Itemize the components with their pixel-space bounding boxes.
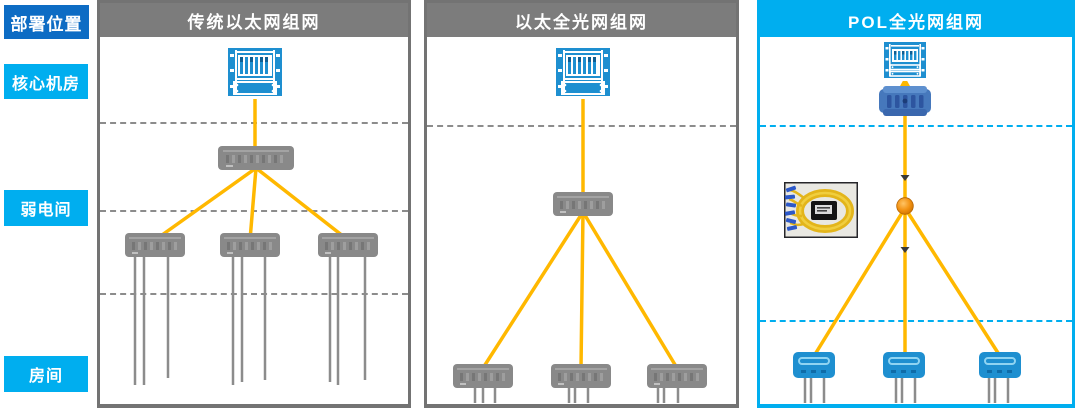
optical-splitter-node-icon xyxy=(896,197,914,215)
sc-connectors xyxy=(784,185,798,231)
core-switch-chassis-icon xyxy=(551,45,615,99)
odf-unit-icon xyxy=(879,86,931,116)
access-switch-icon xyxy=(125,233,185,257)
ont-icon xyxy=(979,352,1021,378)
fiber-direction-tick xyxy=(900,247,910,253)
aggregation-switch-icon xyxy=(553,192,613,216)
fiber-links-col1 xyxy=(153,94,350,242)
tier-divider xyxy=(760,320,1072,322)
optical-splitter-photo xyxy=(782,180,860,240)
tier-divider xyxy=(100,293,408,295)
core-switch-chassis-icon xyxy=(223,45,287,99)
column-title-pol-all-optical: POL全光网组网 xyxy=(760,3,1072,37)
sidebar-label-weak-current-room: 弱电间 xyxy=(4,190,88,226)
sidebar-label-core-room: 核心机房 xyxy=(4,64,88,99)
aggregation-switch-icon xyxy=(218,146,294,170)
ont-icon xyxy=(793,352,835,378)
fiber-links-col3 xyxy=(812,82,1002,358)
ont-icon xyxy=(883,352,925,378)
sidebar-label-deploy-location: 部署位置 xyxy=(4,5,89,39)
access-switch-icon xyxy=(220,233,280,257)
access-switch-icon xyxy=(647,364,707,388)
access-switch-icon xyxy=(453,364,513,388)
copper-drops-col1 xyxy=(133,250,367,385)
access-switch-icon xyxy=(551,364,611,388)
column-title-traditional-ethernet: 传统以太网组网 xyxy=(100,3,408,37)
sidebar-label-room: 房间 xyxy=(4,356,88,392)
fiber-links-col2 xyxy=(481,94,679,370)
fiber-direction-tick xyxy=(900,175,910,181)
copper-drops-col3 xyxy=(803,374,1010,403)
column-title-ethernet-all-optical: 以太全光网组网 xyxy=(427,3,736,37)
access-switch-icon xyxy=(318,233,378,257)
tier-divider xyxy=(760,125,1072,127)
uplink-arrowhead xyxy=(899,77,911,87)
column-pol-all-optical: POL全光网组网 xyxy=(757,0,1075,408)
olt-chassis-icon xyxy=(881,39,929,81)
